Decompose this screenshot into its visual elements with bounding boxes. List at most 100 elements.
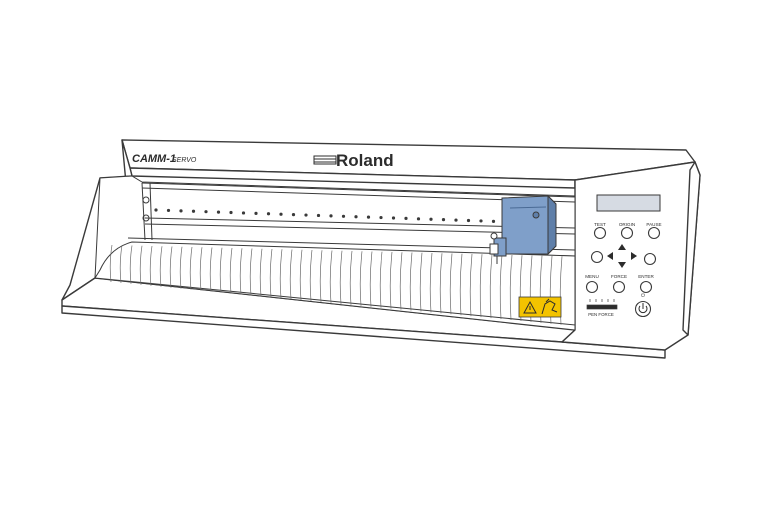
rail-hole bbox=[329, 214, 333, 218]
platen-rib bbox=[249, 248, 253, 296]
platen-rib bbox=[289, 249, 293, 300]
rail-hole bbox=[229, 210, 233, 215]
platen-rib bbox=[429, 252, 433, 313]
rail-hole bbox=[291, 213, 296, 217]
rail-hole bbox=[154, 208, 158, 212]
platen-rib bbox=[229, 247, 233, 294]
platen-rib bbox=[399, 252, 403, 310]
pause-button[interactable] bbox=[647, 226, 661, 240]
rail-hole bbox=[379, 215, 383, 220]
rail-hole bbox=[429, 217, 433, 221]
platen-rib bbox=[499, 254, 503, 320]
platen-rib bbox=[309, 249, 313, 302]
rail-hole bbox=[479, 219, 483, 223]
origin-label: ORIGIN bbox=[619, 222, 635, 227]
rail-hole bbox=[454, 218, 458, 222]
force-button[interactable] bbox=[612, 280, 626, 294]
arrow-left-icon[interactable] bbox=[607, 252, 613, 260]
platen-rib bbox=[449, 253, 453, 315]
rail-hole bbox=[179, 209, 183, 213]
platen-rib bbox=[269, 248, 273, 298]
platen-rib bbox=[119, 245, 123, 283]
roland-logo-icon bbox=[313, 155, 337, 165]
platen-rib bbox=[329, 250, 333, 303]
platen-area bbox=[94, 175, 576, 331]
cutting-carriage bbox=[489, 194, 557, 264]
rail-hole bbox=[366, 215, 371, 219]
rail-hole bbox=[466, 218, 471, 223]
platen-rib bbox=[189, 246, 193, 290]
test-label: TEST bbox=[594, 222, 606, 227]
platen-rib bbox=[419, 252, 423, 312]
warning-label bbox=[518, 296, 562, 318]
platen-rib bbox=[549, 255, 553, 324]
platen-rib bbox=[159, 246, 163, 287]
rail-hole bbox=[166, 208, 171, 213]
platen-rib bbox=[509, 254, 513, 321]
rail-hole bbox=[491, 219, 496, 223]
platen-rib bbox=[279, 249, 283, 299]
platen-rib bbox=[379, 251, 383, 308]
rail-hole bbox=[316, 213, 321, 218]
brand-name: Roland bbox=[336, 151, 394, 170]
rail-holes bbox=[154, 208, 496, 223]
rail-hole bbox=[441, 218, 446, 222]
rail-hole bbox=[354, 215, 358, 219]
menu-button[interactable] bbox=[585, 280, 599, 294]
origin-button[interactable] bbox=[620, 226, 634, 240]
platen-rib bbox=[559, 256, 563, 325]
platen-rib bbox=[349, 250, 353, 305]
control-panel: TEST ORIGIN PAUSE MENU FORCE ENTER bbox=[585, 194, 662, 318]
enter-button[interactable] bbox=[639, 280, 653, 294]
pen-force-indicator bbox=[586, 299, 618, 310]
platen-rib bbox=[479, 254, 483, 318]
lcd-display bbox=[596, 194, 661, 212]
warning-triangle-icon bbox=[523, 300, 537, 314]
platen-rib bbox=[369, 251, 373, 307]
platen-rib bbox=[439, 253, 443, 314]
force-label: FORCE bbox=[611, 274, 627, 279]
rail-hole bbox=[279, 212, 283, 216]
rail-hole bbox=[254, 211, 258, 215]
rail-hole bbox=[391, 216, 396, 220]
model-name: CAMM-1 bbox=[132, 153, 176, 165]
platen-rib bbox=[239, 248, 243, 295]
platen-rib bbox=[129, 245, 133, 284]
brand-logo: Roland bbox=[313, 151, 394, 170]
platen-rib bbox=[139, 245, 143, 285]
platen-rib bbox=[359, 251, 363, 306]
platen-rib bbox=[459, 253, 463, 316]
rail-hole bbox=[204, 210, 208, 214]
left-side-button[interactable] bbox=[590, 250, 604, 264]
power-icon bbox=[638, 303, 648, 314]
enter-label: ENTER bbox=[638, 274, 654, 279]
power-symbol-icon: ⏻ bbox=[641, 293, 645, 299]
pause-label: PAUSE bbox=[646, 222, 661, 227]
platen-rib bbox=[109, 244, 113, 283]
rail-hole bbox=[216, 210, 221, 214]
arrow-right-icon[interactable] bbox=[631, 252, 637, 260]
platen-rib bbox=[199, 247, 203, 291]
right-side-button[interactable] bbox=[643, 252, 657, 266]
test-button[interactable] bbox=[593, 226, 607, 240]
platen-rib bbox=[299, 249, 303, 301]
rail-hole bbox=[404, 216, 408, 220]
platen-rib bbox=[149, 245, 153, 286]
rail-hole bbox=[266, 212, 271, 216]
rail-hole bbox=[191, 209, 196, 213]
menu-label: MENU bbox=[585, 274, 599, 279]
arrow-up-icon[interactable] bbox=[618, 244, 626, 250]
platen-rib bbox=[219, 247, 223, 293]
power-button[interactable]: ⏻ bbox=[634, 293, 652, 318]
rail-hole bbox=[341, 214, 346, 218]
rail-hole bbox=[241, 211, 246, 215]
platen-rib bbox=[209, 247, 213, 292]
platen-rib bbox=[409, 252, 413, 311]
platen-rib bbox=[389, 251, 393, 309]
pen-force-label: PEN FORCE bbox=[588, 312, 614, 317]
hand-pinch-icon bbox=[541, 298, 558, 315]
arrow-down-icon[interactable] bbox=[618, 262, 626, 268]
platen-rib bbox=[469, 253, 473, 317]
